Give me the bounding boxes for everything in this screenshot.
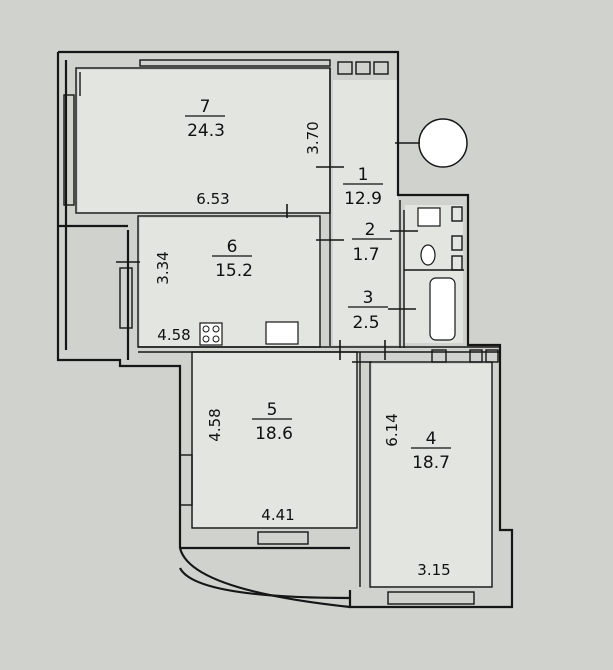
room-fills xyxy=(78,70,492,586)
room-1-area: 12.9 xyxy=(344,189,382,209)
dim-room7-width: 6.53 xyxy=(196,190,229,208)
room-3-number: 3 xyxy=(363,288,374,308)
room-5: 5 18.6 xyxy=(252,400,293,444)
fixtures xyxy=(199,118,468,346)
outer-walls xyxy=(56,50,514,609)
stove-icon xyxy=(199,322,223,346)
room-1: 1 12.9 xyxy=(343,165,383,209)
round-column-icon xyxy=(418,118,468,168)
dim-room6-width: 4.58 xyxy=(157,326,190,344)
room-5-area: 18.6 xyxy=(255,424,293,444)
room-3-area: 2.5 xyxy=(352,313,379,333)
room-2-area: 1.7 xyxy=(352,245,379,265)
interior-walls xyxy=(75,67,500,588)
room-6-area: 15.2 xyxy=(215,261,253,281)
room-2: 2 1.7 xyxy=(352,220,392,265)
door-ticks xyxy=(116,166,418,363)
room-6: 6 15.2 xyxy=(212,237,253,281)
dim-room6-depth: 3.34 xyxy=(154,251,172,284)
dim-room5-width: 4.41 xyxy=(261,506,294,524)
vent-blocks xyxy=(337,61,499,363)
dim-room7-depth: 3.70 xyxy=(304,121,322,154)
room-7-area: 24.3 xyxy=(187,121,225,141)
room-5-number: 5 xyxy=(267,400,278,420)
kitchen-sink-icon xyxy=(265,321,299,345)
room-4-number: 4 xyxy=(426,429,437,449)
windows xyxy=(63,59,475,605)
room-4: 4 18.7 xyxy=(411,429,451,473)
bathtub-icon xyxy=(429,277,456,341)
sink-icon xyxy=(417,207,441,227)
room-2-number: 2 xyxy=(365,220,376,240)
dim-room5-depth: 4.58 xyxy=(206,408,224,441)
room-7-number: 7 xyxy=(200,97,211,117)
room-4-area: 18.7 xyxy=(412,453,450,473)
dimension-labels: 6.53 3.70 3.34 4.58 4.58 4.41 6.14 3.15 xyxy=(154,121,451,579)
room-6-number: 6 xyxy=(227,237,238,257)
room-1-number: 1 xyxy=(358,165,369,185)
room-3: 3 2.5 xyxy=(348,288,388,333)
toilet-icon xyxy=(420,244,436,266)
room-7: 7 24.3 xyxy=(185,97,225,141)
dim-room4-depth: 6.14 xyxy=(383,413,401,446)
dim-room4-width: 3.15 xyxy=(417,561,450,579)
